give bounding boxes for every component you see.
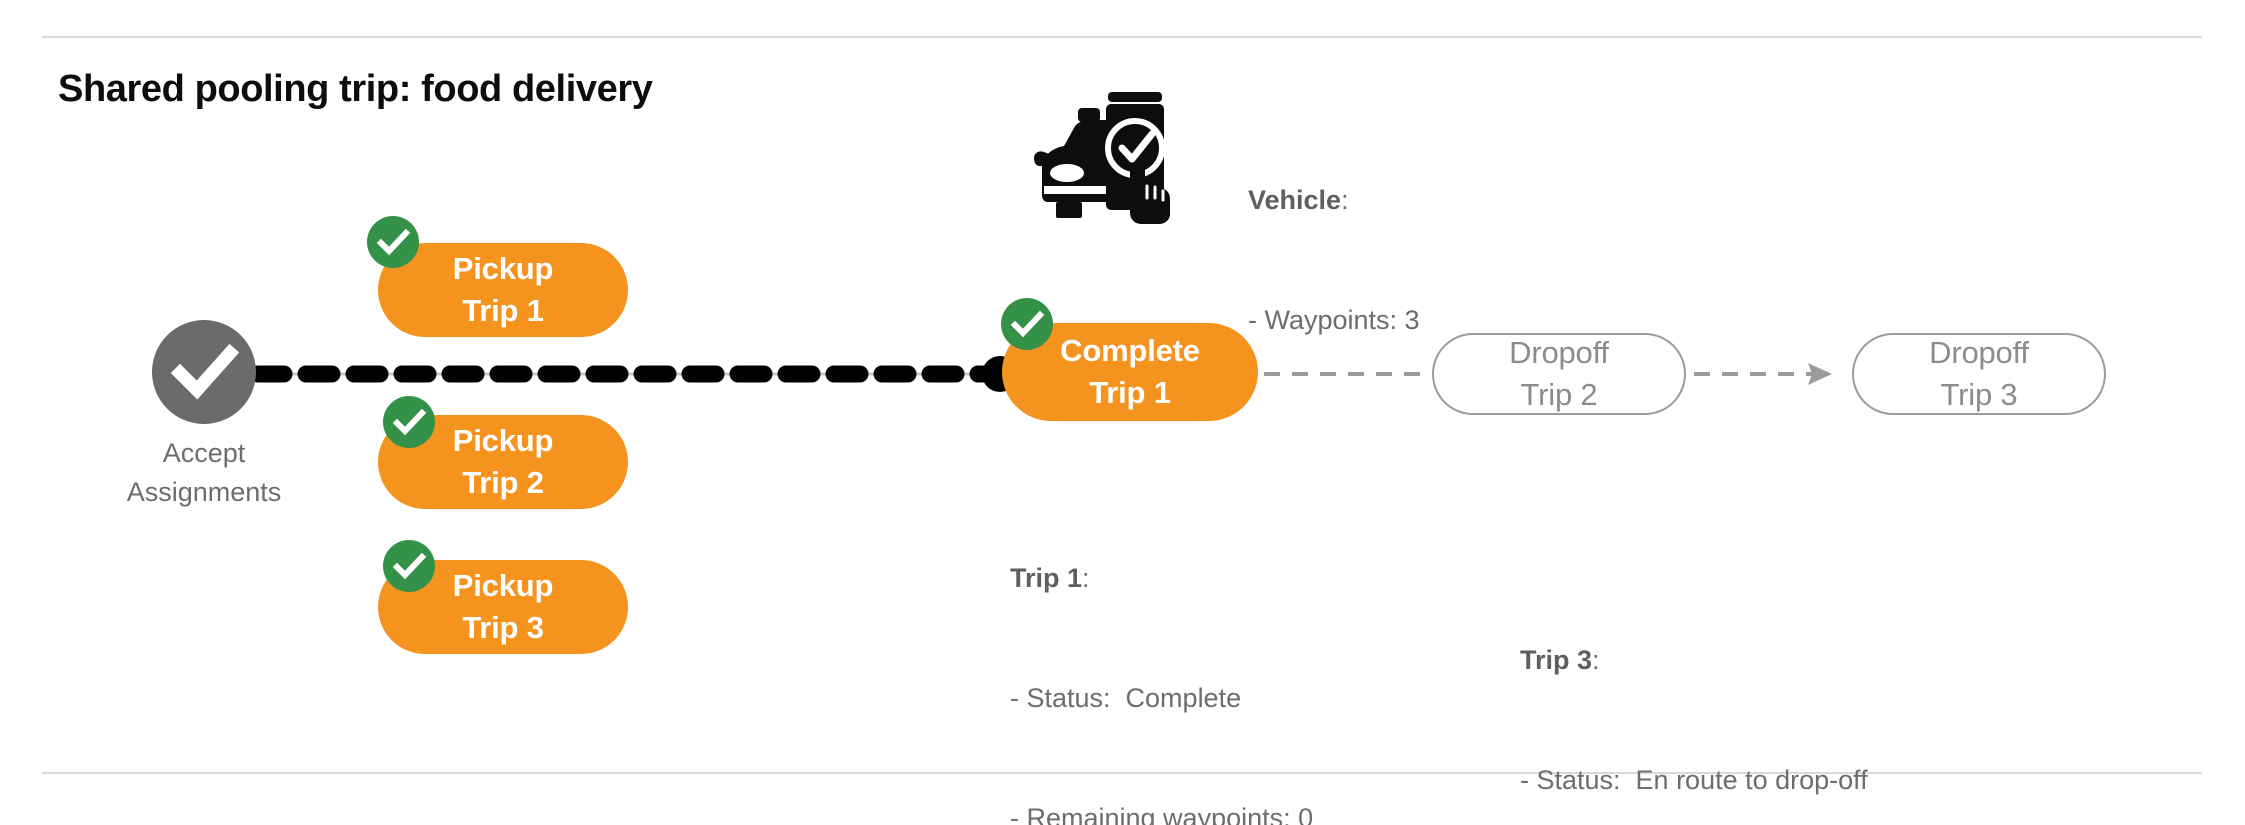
vehicle-annotation: Vehicle: - Waypoints: 3 xyxy=(1248,100,1420,420)
pickup-3-line2: Trip 3 xyxy=(462,610,544,645)
green-check-badge-pickup-2 xyxy=(383,396,435,448)
vehicle-annotation-colon: : xyxy=(1341,185,1349,215)
trip-1-2-annotation: Trip 1: - Status: Complete - Remaining w… xyxy=(1010,478,1358,825)
pickup-2-line2: Trip 2 xyxy=(462,465,544,500)
dropoff-2-line2: Trip 2 xyxy=(1520,377,1598,412)
node-pickup-trip-1[interactable]: Pickup Trip 1 xyxy=(378,243,628,337)
complete-line1: Complete xyxy=(1060,333,1200,368)
vehicle-annotation-heading-row: Vehicle: xyxy=(1248,180,1420,220)
trip-1-colon: : xyxy=(1082,563,1090,593)
trip-3-annotation: Trip 3: - Status: En route to drop-off -… xyxy=(1520,560,1868,825)
trip-1-status: - Status: Complete xyxy=(1010,683,1242,713)
node-dropoff-trip-3[interactable]: Dropoff Trip 3 xyxy=(1852,333,2106,415)
top-divider xyxy=(42,36,2202,38)
pickup-1-line1: Pickup xyxy=(452,251,554,286)
accept-assignments-node[interactable]: Accept Assignments xyxy=(127,320,281,507)
trip-1-heading-row: Trip 1: xyxy=(1010,558,1358,598)
vehicle-annotation-waypoints: - Waypoints: 3 xyxy=(1248,305,1420,335)
pickup-1-line2: Trip 1 xyxy=(462,293,544,328)
trip-3-colon: : xyxy=(1592,645,1600,675)
trip-1-waypoints: - Remaining waypoints: 0 xyxy=(1010,803,1314,825)
dropoff-3-line2: Trip 3 xyxy=(1940,377,2018,412)
trip-1-heading: Trip 1 xyxy=(1010,563,1083,593)
accept-assignments-label: Accept Assignments xyxy=(90,434,318,512)
pickup-3-line1: Pickup xyxy=(452,568,554,603)
check-circle-icon xyxy=(152,320,256,424)
node-dropoff-trip-2[interactable]: Dropoff Trip 2 xyxy=(1432,333,1686,415)
trip-3-heading-row: Trip 3: xyxy=(1520,640,1868,680)
arrowhead-icon xyxy=(1808,363,1832,385)
complete-line2: Trip 1 xyxy=(1089,375,1171,410)
accept-label-line1: Accept xyxy=(162,438,246,468)
page-title: Shared pooling trip: food delivery xyxy=(58,68,653,110)
car-phone-check-icon xyxy=(1034,90,1182,224)
vehicle-annotation-heading: Vehicle xyxy=(1248,185,1342,215)
trip-3-heading: Trip 3 xyxy=(1520,645,1593,675)
bottom-divider xyxy=(42,772,2202,774)
green-check-badge-pickup-3 xyxy=(383,540,435,592)
dropoff-2-line1: Dropoff xyxy=(1509,335,1609,370)
trip-3-status: - Status: En route to drop-off xyxy=(1520,765,1868,795)
dropoff-3-line1: Dropoff xyxy=(1929,335,2029,370)
green-check-badge-complete-trip-1 xyxy=(1001,298,1053,350)
accept-label-line2: Assignments xyxy=(126,477,282,507)
pickup-2-line1: Pickup xyxy=(452,423,554,458)
green-check-badge-pickup-1 xyxy=(367,216,419,268)
